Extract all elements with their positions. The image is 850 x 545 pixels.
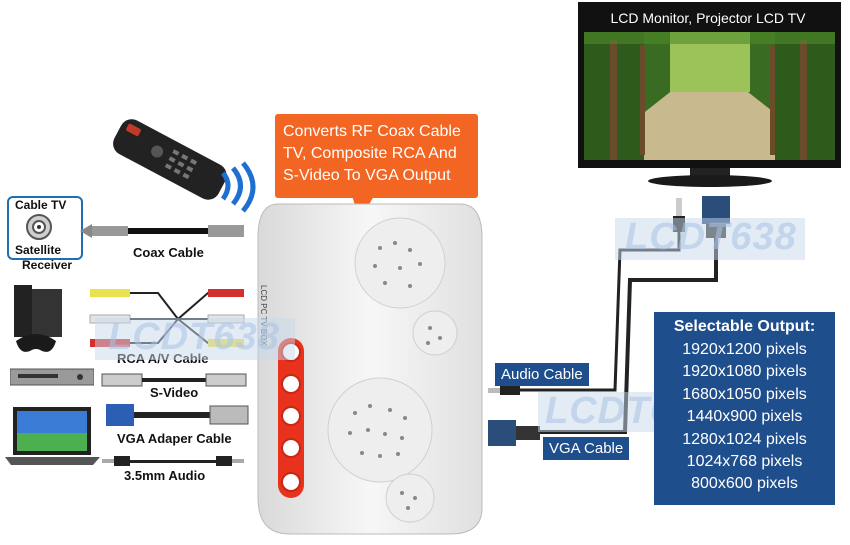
- remote-control-icon: [113, 119, 256, 213]
- watermark-band-left: [95, 318, 295, 360]
- audio-35mm-cable-icon: [102, 456, 244, 466]
- output-item: 1920x1080 pixels: [682, 363, 807, 381]
- output-item: 800x600 pixels: [691, 475, 798, 493]
- output-item: 1440x900 pixels: [686, 408, 803, 426]
- audio-35mm-label: 3.5mm Audio: [124, 468, 206, 483]
- vga-adapter-label: VGA Adaper Cable: [117, 431, 232, 446]
- game-console-icon: [14, 285, 62, 352]
- laptop-icon: [5, 407, 100, 465]
- selectable-output-panel: Selectable Output: 1920x1200 pixels 1920…: [654, 312, 835, 505]
- vga-cable-label: VGA Cable: [543, 437, 630, 460]
- svideo-label: S-Video: [150, 385, 199, 400]
- watermark-top: LCDT638: [625, 216, 797, 258]
- receiver-label: Receiver: [22, 258, 73, 272]
- output-item: 1280x1024 pixels: [682, 430, 807, 448]
- tv-caption: LCD Monitor, Projector LCD TV: [610, 10, 806, 26]
- dvd-player-icon: [10, 368, 94, 386]
- output-item: 1024x768 pixels: [686, 453, 803, 471]
- audio-cable-label: Audio Cable: [495, 363, 589, 386]
- watermark-band-top: [615, 218, 805, 260]
- lcd-tv-monitor: [578, 2, 841, 187]
- coax-port-icon: [26, 214, 52, 240]
- cable-tv-label: Cable TV: [15, 198, 67, 212]
- output-item: 1680x1050 pixels: [682, 385, 807, 403]
- device-button-2[interactable]: [282, 375, 300, 393]
- output-title: Selectable Output:: [673, 318, 816, 335]
- feature-callout-text: Converts RF Coax Cable TV, Composite RCA…: [283, 123, 461, 184]
- coax-cable-icon: [80, 224, 244, 238]
- vga-adapter-cable-icon: [106, 404, 249, 426]
- feature-callout: Converts RF Coax Cable TV, Composite RCA…: [275, 114, 478, 198]
- device-button-5[interactable]: [282, 473, 300, 491]
- coax-cable-label: Coax Cable: [133, 245, 204, 260]
- device-button-4[interactable]: [282, 439, 300, 457]
- satellite-label: Satellite: [15, 243, 62, 257]
- device-button-3[interactable]: [282, 407, 300, 425]
- cable-tv-source: [7, 196, 83, 260]
- watermark-left: LCDT638: [108, 316, 280, 358]
- output-item: 1920x1200 pixels: [682, 341, 807, 358]
- svideo-cable-icon: [101, 373, 247, 387]
